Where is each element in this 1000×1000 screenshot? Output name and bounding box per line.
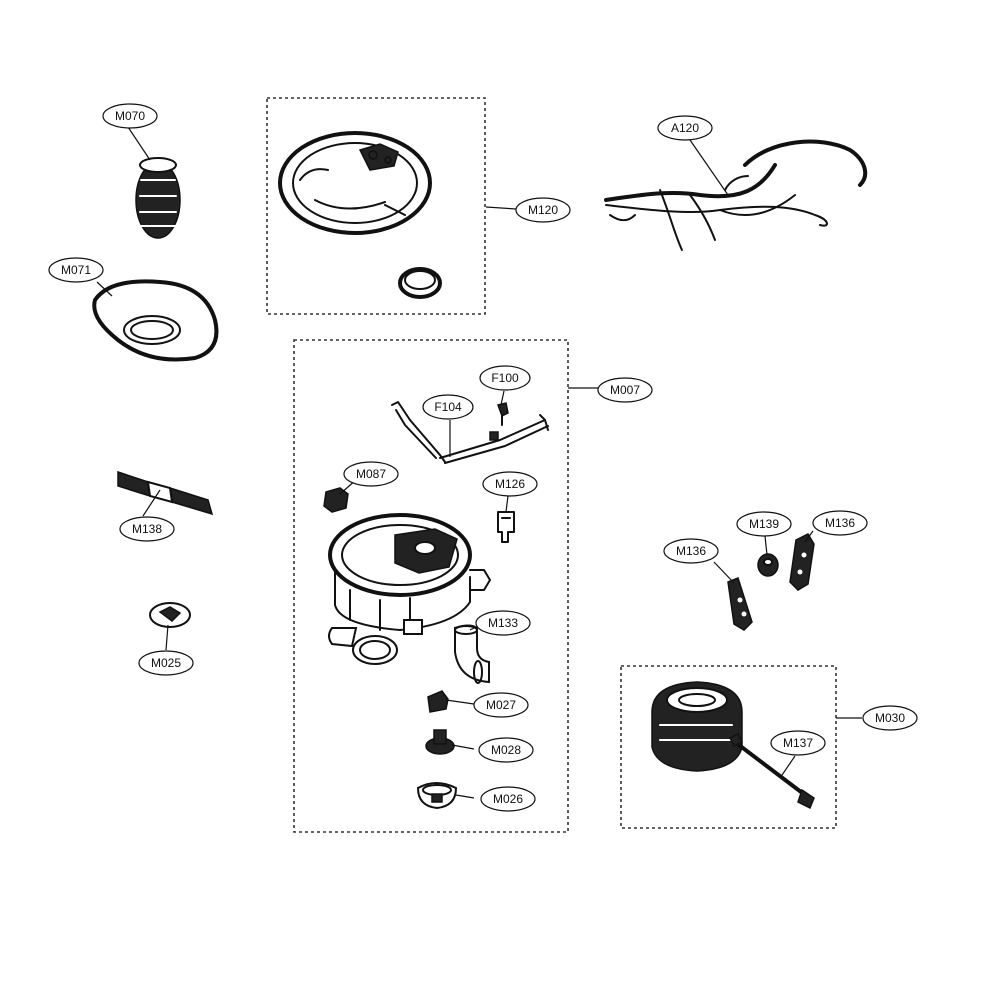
small-bracket-part	[497, 511, 515, 543]
callout-m136-right: M136	[812, 510, 868, 536]
callout-f104: F104	[422, 394, 474, 420]
callout-m027: M027	[473, 692, 529, 718]
callout-m070: M070	[102, 103, 158, 129]
callout-label: A120	[671, 121, 699, 135]
callout-label: F100	[491, 371, 519, 385]
filter-cylinder-part	[135, 157, 181, 239]
callout-label: M133	[488, 616, 518, 630]
group-box-m030	[620, 665, 837, 829]
callout-label: M136	[676, 544, 706, 558]
callout-label: M007	[610, 383, 640, 397]
callout-m126: M126	[482, 471, 538, 497]
callout-a120: A120	[657, 115, 713, 141]
sump-assembly-part	[328, 513, 491, 665]
clip-part	[323, 487, 349, 513]
gasket-ring-part	[92, 279, 219, 362]
callout-m025: M025	[138, 650, 194, 676]
callout-m133: M133	[475, 610, 531, 636]
group-box-m120	[266, 97, 486, 315]
float-part	[425, 729, 455, 755]
callout-label: M028	[491, 743, 521, 757]
callout-m026: M026	[480, 786, 536, 812]
cap-m026-part	[416, 782, 458, 810]
elbow-part	[454, 624, 490, 684]
bracket-m027-part	[427, 690, 449, 713]
callout-m071: M071	[48, 257, 104, 283]
callout-label: M136	[825, 516, 855, 530]
callout-m138: M138	[119, 516, 175, 542]
nozzle-part	[497, 402, 509, 426]
sump-cover-part	[278, 131, 432, 235]
callout-m030: M030	[862, 705, 918, 731]
callout-label: M126	[495, 477, 525, 491]
callout-label: M030	[875, 711, 905, 725]
callout-m087: M087	[343, 461, 399, 487]
mount-left-part	[727, 577, 753, 631]
small-ring-part	[398, 267, 442, 299]
callout-label: M070	[115, 109, 145, 123]
callout-m139: M139	[736, 511, 792, 537]
callout-label: M137	[783, 736, 813, 750]
group-box-m007	[293, 339, 569, 833]
wash-motor-part	[651, 681, 743, 772]
grommet-part	[757, 553, 779, 577]
callout-label: M087	[356, 467, 386, 481]
wire-harness-part	[604, 139, 868, 251]
callout-m120: M120	[515, 197, 571, 223]
callout-label: M027	[486, 698, 516, 712]
callout-m007: M007	[597, 377, 653, 403]
callout-label: M139	[749, 517, 779, 531]
callout-m028: M028	[478, 737, 534, 763]
callout-label: M120	[528, 203, 558, 217]
mount-right-part	[789, 533, 815, 591]
callout-f100: F100	[479, 365, 531, 391]
callout-m136-left: M136	[663, 538, 719, 564]
callout-label: M138	[132, 522, 162, 536]
rail-bracket-part	[391, 401, 549, 464]
connector-hose-part	[117, 470, 214, 516]
callout-label: M025	[151, 656, 181, 670]
callout-label: M071	[61, 263, 91, 277]
callout-label: F104	[434, 400, 462, 414]
sensor-cable-part	[728, 732, 815, 810]
callout-m137: M137	[770, 730, 826, 756]
cap-part	[149, 602, 191, 628]
callout-label: M026	[493, 792, 523, 806]
